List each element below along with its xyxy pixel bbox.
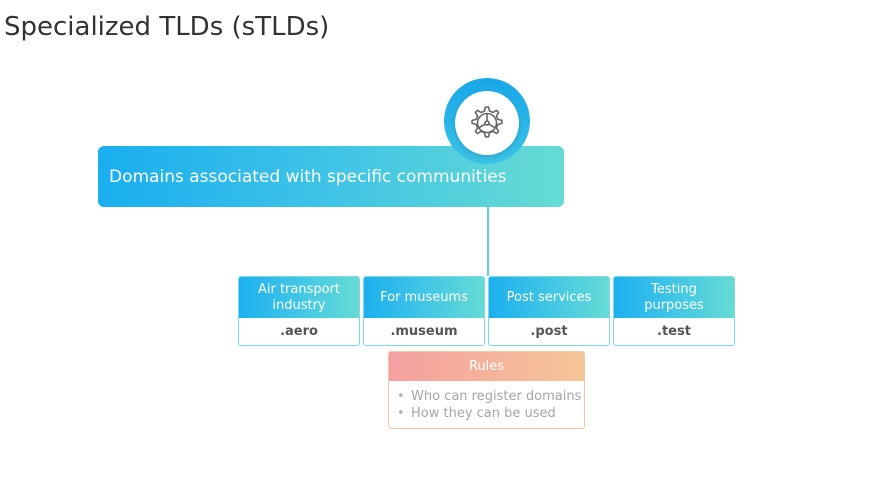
tld-value: .aero bbox=[280, 324, 318, 339]
rules-box: Rules • Who can register domains • How t… bbox=[388, 351, 585, 429]
bullet-icon: • bbox=[397, 389, 405, 404]
banner-text: Domains associated with specific communi… bbox=[109, 166, 507, 187]
category-label: Post services bbox=[489, 277, 609, 318]
rules-item-text: Who can register domains bbox=[411, 389, 582, 404]
category-label: Testing purposes bbox=[614, 277, 734, 318]
rules-item: • Who can register domains bbox=[397, 388, 584, 405]
page-title: Specialized TLDs (sTLDs) bbox=[4, 12, 330, 42]
category-card-aero: Air transport industry .aero bbox=[238, 276, 360, 346]
category-card-test: Testing purposes .test bbox=[613, 276, 735, 346]
gear-icon-badge bbox=[455, 91, 519, 155]
rules-item-text: How they can be used bbox=[411, 406, 556, 421]
category-label: Air transport industry bbox=[239, 277, 359, 318]
rules-title: Rules bbox=[389, 352, 584, 381]
category-card-museum: For museums .museum bbox=[363, 276, 485, 346]
connector-line bbox=[487, 207, 489, 276]
category-card-post: Post services .post bbox=[488, 276, 610, 346]
category-label: For museums bbox=[364, 277, 484, 318]
rules-list: • Who can register domains • How they ca… bbox=[389, 381, 584, 422]
tld-value: .test bbox=[657, 324, 691, 339]
rules-item: • How they can be used bbox=[397, 405, 584, 422]
tld-value: .post bbox=[530, 324, 568, 339]
tld-value: .museum bbox=[390, 324, 458, 339]
gear-icon bbox=[471, 106, 503, 138]
bullet-icon: • bbox=[397, 406, 405, 421]
